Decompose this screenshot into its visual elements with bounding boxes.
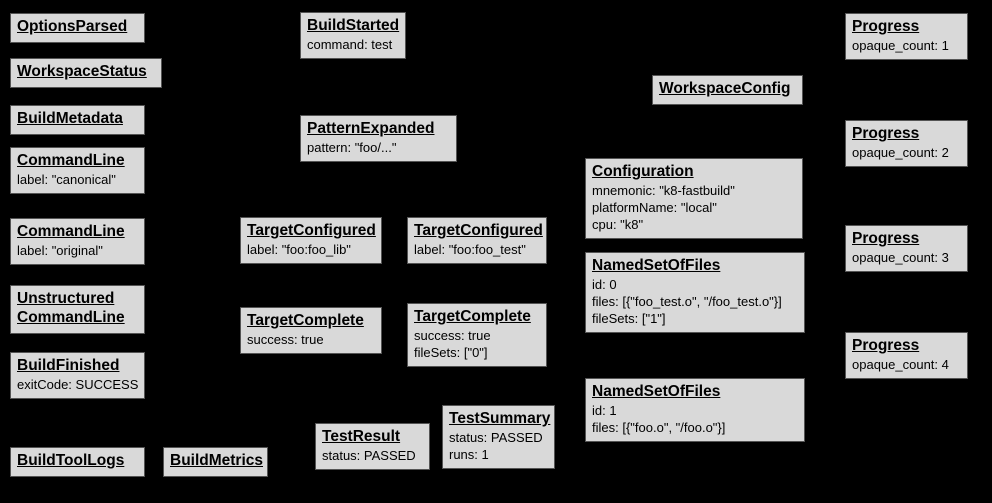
- node-attribute: fileSets: ["1"]: [592, 311, 666, 327]
- node-title: BuildFinished: [17, 357, 120, 374]
- node-title: OptionsParsed: [17, 18, 128, 35]
- node-title: TargetConfigured: [414, 222, 543, 239]
- node-workspace-status: WorkspaceStatus: [10, 58, 162, 88]
- node-title: Unstructured CommandLine: [17, 290, 125, 326]
- node-title: BuildMetrics: [170, 452, 264, 469]
- node-title: TargetConfigured: [247, 222, 376, 239]
- node-attribute: fileSets: ["0"]: [414, 345, 488, 361]
- node-title: WorkspaceConfig: [659, 80, 791, 97]
- node-attribute: id: 0: [592, 276, 617, 292]
- node-attribute: label: "foo:foo_test": [414, 241, 526, 257]
- node-build-tool-logs: BuildToolLogs: [10, 447, 145, 477]
- node-attribute: files: [{"foo_test.o", "/foo_test.o"}]: [592, 294, 782, 310]
- node-progress-1: Progress opaque_count: 1: [845, 13, 968, 61]
- node-attribute: id: 1: [592, 402, 617, 418]
- node-build-finished: BuildFinished exitCode: SUCCESS: [10, 352, 145, 400]
- node-attribute: files: [{"foo.o", "/foo.o"}]: [592, 420, 726, 436]
- node-title: PatternExpanded: [307, 120, 435, 137]
- node-title: BuildMetadata: [17, 110, 123, 127]
- node-attribute: exitCode: SUCCESS: [17, 376, 139, 392]
- node-attribute: cpu: "k8": [592, 217, 644, 233]
- node-attribute: success: true: [414, 327, 491, 343]
- node-progress-4: Progress opaque_count: 4: [845, 332, 968, 380]
- node-attribute: opaque_count: 4: [852, 356, 949, 372]
- node-attribute: status: PASSED: [449, 429, 543, 445]
- node-command-line-canonical: CommandLine label: "canonical": [10, 147, 145, 195]
- node-test-result: TestResult status: PASSED: [315, 423, 430, 471]
- node-build-metadata: BuildMetadata: [10, 105, 145, 135]
- node-title: Progress: [852, 337, 920, 354]
- node-title: NamedSetOfFiles: [592, 383, 721, 400]
- node-command-line-original: CommandLine label: "original": [10, 218, 145, 266]
- node-title: TargetComplete: [414, 308, 531, 325]
- node-title: TestSummary: [449, 410, 551, 427]
- node-named-set-of-files-0: NamedSetOfFiles id: 0 files: [{"foo_test…: [585, 252, 805, 334]
- node-pattern-expanded: PatternExpanded pattern: "foo/...": [300, 115, 457, 163]
- node-attribute: opaque_count: 3: [852, 249, 949, 265]
- node-attribute: runs: 1: [449, 447, 489, 463]
- node-title: Progress: [852, 18, 920, 35]
- node-title: CommandLine: [17, 152, 125, 169]
- node-unstructured-command-line: Unstructured CommandLine: [10, 285, 145, 334]
- node-workspace-config: WorkspaceConfig: [652, 75, 803, 105]
- node-named-set-of-files-1: NamedSetOfFiles id: 1 files: [{"foo.o", …: [585, 378, 805, 443]
- node-attribute: command: test: [307, 36, 393, 52]
- node-test-summary: TestSummary status: PASSED runs: 1: [442, 405, 555, 470]
- node-target-complete-foo-lib: TargetComplete success: true: [240, 307, 382, 355]
- node-build-started: BuildStarted command: test: [300, 12, 406, 60]
- node-attribute: opaque_count: 2: [852, 144, 949, 160]
- node-attribute: label: "foo:foo_lib": [247, 241, 351, 257]
- node-title: Configuration: [592, 163, 694, 180]
- node-attribute: label: "original": [17, 242, 103, 258]
- node-title: TargetComplete: [247, 312, 364, 329]
- node-progress-3: Progress opaque_count: 3: [845, 225, 968, 273]
- node-attribute: status: PASSED: [322, 447, 416, 463]
- node-title: Progress: [852, 125, 920, 142]
- node-title: WorkspaceStatus: [17, 63, 147, 80]
- node-title: TestResult: [322, 428, 401, 445]
- node-title: BuildToolLogs: [17, 452, 125, 469]
- node-title: CommandLine: [17, 223, 125, 240]
- node-target-configured-foo-test: TargetConfigured label: "foo:foo_test": [407, 217, 547, 265]
- node-configuration: Configuration mnemonic: "k8-fastbuild" p…: [585, 158, 803, 240]
- node-attribute: opaque_count: 1: [852, 37, 949, 53]
- node-title: BuildStarted: [307, 17, 400, 34]
- node-progress-2: Progress opaque_count: 2: [845, 120, 968, 168]
- node-build-metrics: BuildMetrics: [163, 447, 268, 477]
- node-attribute: label: "canonical": [17, 171, 116, 187]
- node-attribute: platformName: "local": [592, 200, 717, 216]
- node-options-parsed: OptionsParsed: [10, 13, 145, 43]
- node-title: NamedSetOfFiles: [592, 257, 721, 274]
- node-attribute: mnemonic: "k8-fastbuild": [592, 182, 735, 198]
- node-target-complete-foo-test: TargetComplete success: true fileSets: […: [407, 303, 547, 368]
- node-attribute: pattern: "foo/...": [307, 139, 397, 155]
- node-attribute: success: true: [247, 331, 324, 347]
- node-target-configured-foo-lib: TargetConfigured label: "foo:foo_lib": [240, 217, 382, 265]
- node-title: Progress: [852, 230, 920, 247]
